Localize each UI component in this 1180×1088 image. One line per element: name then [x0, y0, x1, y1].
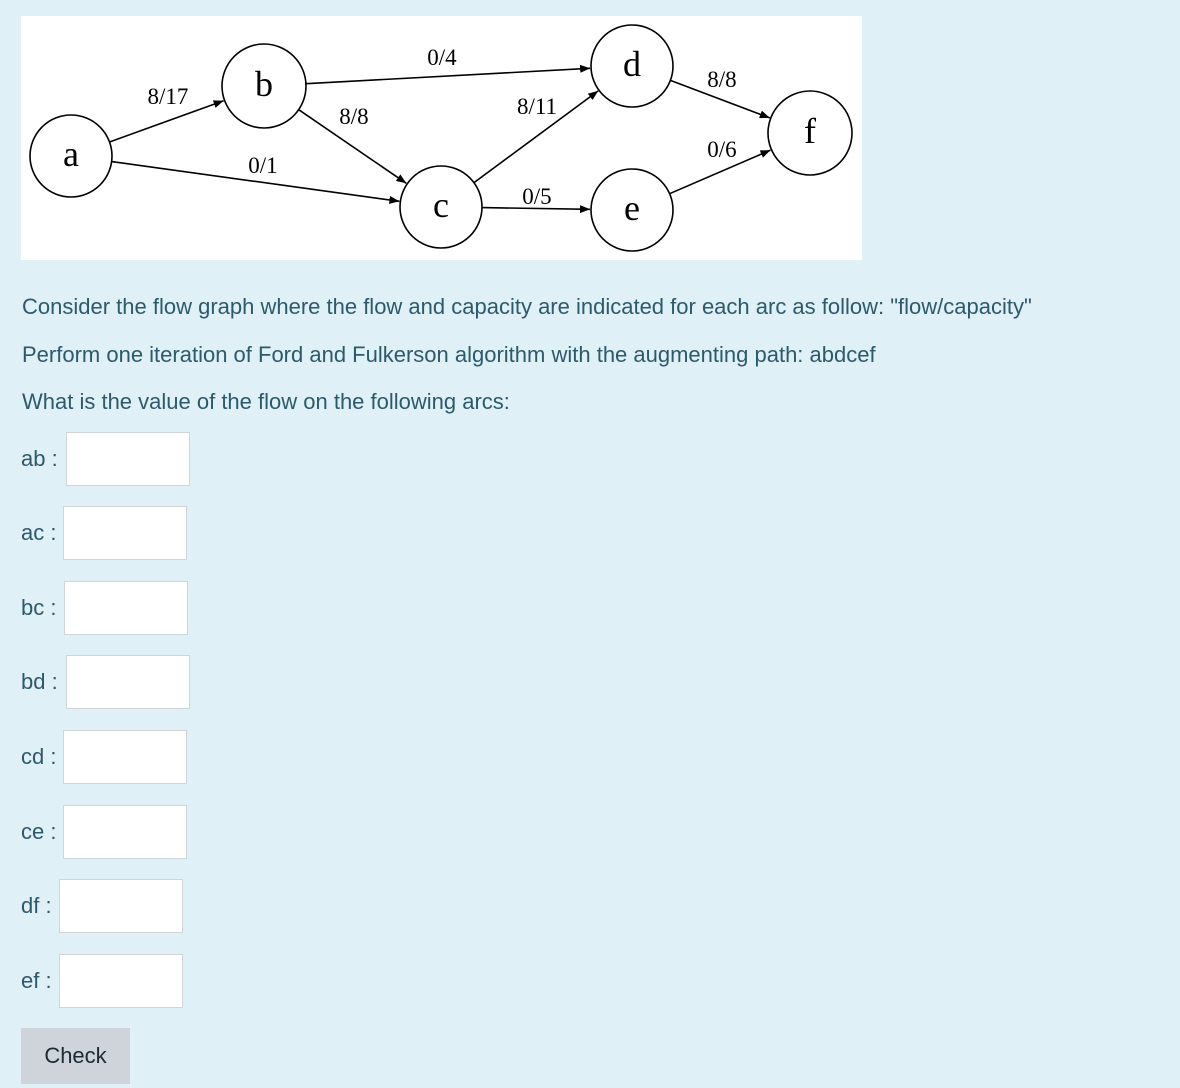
edge-cd	[473, 90, 599, 184]
field-row-df: df :	[21, 878, 183, 934]
check-button[interactable]: Check	[21, 1028, 130, 1084]
field-row-ab: ab :	[21, 431, 190, 487]
node-label-a: a	[63, 134, 79, 174]
field-label-ce: ce :	[21, 819, 57, 844]
node-d: d	[590, 24, 674, 108]
field-label-cd: cd :	[21, 744, 57, 769]
flow-input-ac[interactable]	[63, 506, 188, 560]
field-row-ac: ac :	[21, 505, 188, 561]
question-line-2: Perform one iteration of Ford and Fulker…	[22, 342, 876, 367]
edge-label-bc: 8/8	[339, 104, 368, 129]
node-circle-a	[29, 114, 113, 198]
node-circle-b	[221, 43, 307, 129]
node-circle-e	[590, 168, 674, 252]
flow-input-bc[interactable]	[64, 581, 189, 635]
node-label-f: f	[804, 111, 816, 151]
node-c: c	[399, 165, 483, 249]
edge-ef	[669, 149, 771, 195]
node-label-d: d	[623, 44, 641, 84]
node-circle-f	[767, 90, 853, 176]
node-label-c: c	[433, 185, 449, 225]
field-row-cd: cd :	[21, 729, 188, 785]
edge-label-ce: 0/5	[522, 184, 551, 209]
edge-bc	[298, 109, 407, 184]
edge-label-ab: 8/17	[148, 84, 189, 109]
edge-df	[670, 79, 771, 119]
flow-input-cd[interactable]	[63, 730, 188, 784]
node-circle-d	[590, 24, 674, 108]
field-label-bd: bd :	[21, 669, 58, 694]
node-b: b	[221, 43, 307, 129]
node-e: e	[590, 168, 674, 252]
field-row-bd: bd :	[21, 654, 190, 710]
edge-bd	[305, 64, 591, 85]
edge-label-ac: 0/1	[248, 153, 277, 178]
field-label-ef: ef :	[21, 968, 52, 993]
edge-label-df: 8/8	[707, 67, 736, 92]
node-label-e: e	[624, 188, 640, 228]
field-row-ef: ef :	[21, 953, 183, 1009]
edge-label-bd: 0/4	[427, 45, 457, 70]
question-line-1: Consider the flow graph where the flow a…	[22, 294, 1032, 319]
edge-ce	[481, 205, 591, 214]
node-f: f	[767, 90, 853, 176]
flow-input-ef[interactable]	[58, 954, 183, 1008]
field-row-bc: bc :	[21, 580, 189, 636]
flow-input-bd[interactable]	[65, 655, 190, 709]
node-circle-c	[399, 165, 483, 249]
edge-label-cd: 8/11	[517, 94, 557, 119]
field-label-ac: ac :	[21, 520, 57, 545]
field-label-bc: bc :	[21, 595, 57, 620]
flow-input-ab[interactable]	[65, 432, 190, 486]
edge-label-ef: 0/6	[707, 137, 736, 162]
flow-graph: 8/17 0/1 8/8 0/4 8/11 0/5 8/8 0/6 a b c d e f	[21, 16, 862, 260]
node-label-b: b	[255, 64, 273, 104]
field-label-ab: ab :	[21, 446, 58, 471]
flow-input-df[interactable]	[58, 879, 183, 933]
flow-graph-svg: 8/17 0/1 8/8 0/4 8/11 0/5 8/8 0/6 a b c d e f	[29, 24, 853, 252]
flow-input-ce[interactable]	[63, 805, 188, 859]
edge-ac	[111, 160, 400, 204]
question-line-3: What is the value of the flow on the fol…	[22, 389, 510, 414]
field-row-ce: ce :	[21, 804, 188, 860]
edge-ab	[109, 99, 224, 143]
node-a: a	[29, 114, 113, 198]
field-label-df: df :	[21, 893, 52, 918]
